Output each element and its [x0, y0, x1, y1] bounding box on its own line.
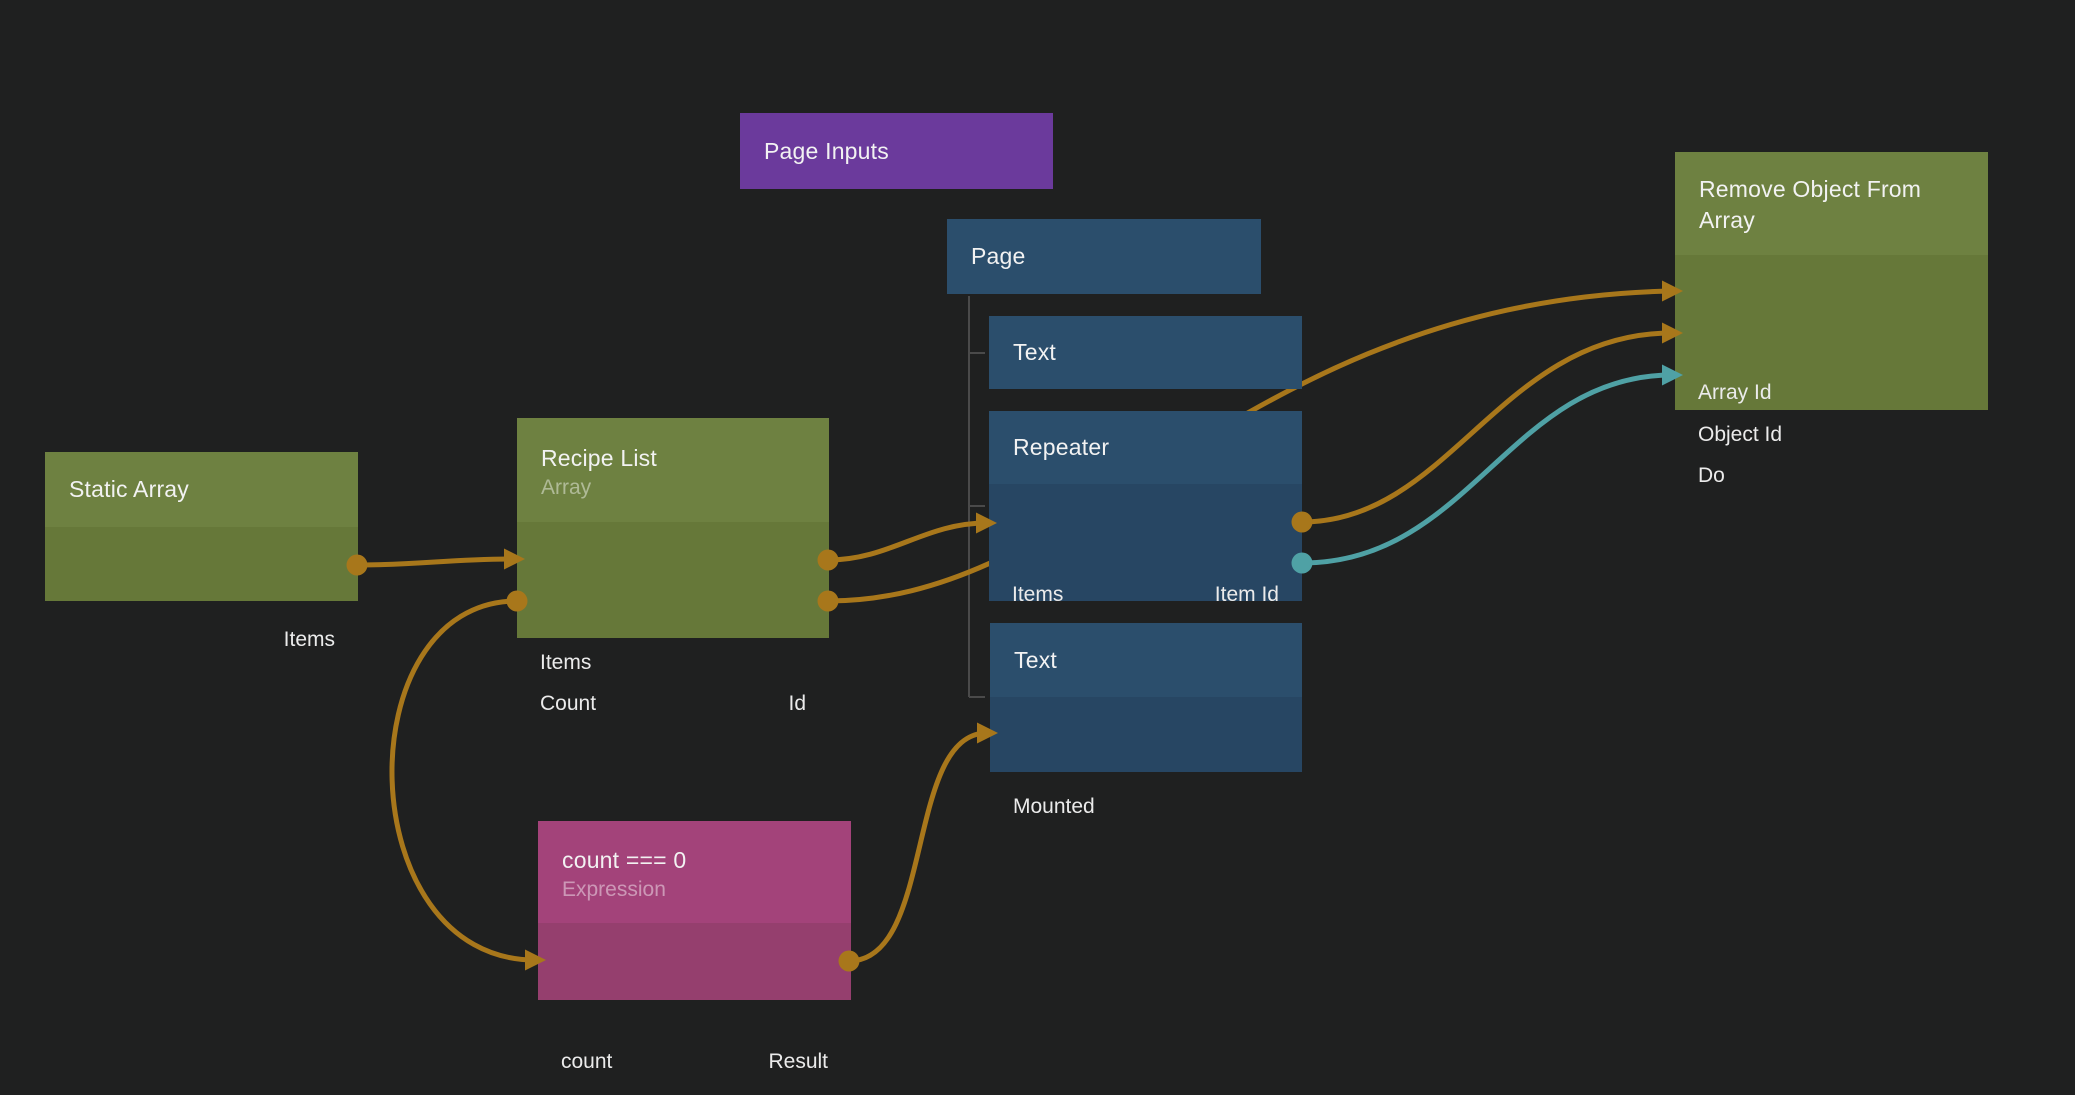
- node-header: Recipe List Array: [517, 418, 829, 522]
- node-header: Page Inputs: [740, 113, 1053, 189]
- node-body: Items Item Id Request Delete: [989, 484, 1302, 647]
- port-label-mounted: Mounted: [1013, 795, 1095, 818]
- node-body: Items Count Id: [517, 522, 829, 715]
- node-text-1[interactable]: Text: [989, 316, 1302, 389]
- port-row-items[interactable]: Items: [540, 648, 806, 678]
- node-title: Static Array: [69, 476, 189, 502]
- port-row-items[interactable]: Items: [68, 625, 335, 655]
- connection-recipe-list-Items-to-repeater-Items[interactable]: [825, 520, 989, 563]
- port-label-count: count: [561, 1050, 613, 1073]
- node-title: Recipe List: [541, 445, 657, 471]
- node-header: Repeater: [989, 411, 1302, 484]
- node-header: Remove Object From Array: [1675, 152, 1988, 255]
- node-header: Static Array: [45, 452, 358, 527]
- node-expression[interactable]: count === 0 Expression count Result: [538, 821, 851, 1073]
- port-row-do[interactable]: Do: [1698, 461, 1965, 491]
- node-title: Text: [1013, 339, 1056, 365]
- node-subtitle: Expression: [562, 878, 666, 901]
- port-label-object-id: Object Id: [1698, 423, 1783, 446]
- connection-static-array-Items-to-recipe-list-Items[interactable]: [354, 556, 517, 568]
- node-recipe-list[interactable]: Recipe List Array Items Count Id: [517, 418, 829, 715]
- node-static-array[interactable]: Static Array Items: [45, 452, 358, 651]
- node-repeater[interactable]: Repeater Items Item Id Request Delete: [989, 411, 1302, 647]
- connection-repeater-Request-Delete-to-remove-object-from-array-Do[interactable]: [1299, 372, 1675, 566]
- port-label-items: Items: [283, 628, 335, 651]
- port-label-result: Result: [768, 1050, 828, 1073]
- node-title: Repeater: [1013, 434, 1110, 460]
- connection-recipe-list-Count-to-expression-count[interactable]: [389, 598, 538, 963]
- connection-repeater-Item-Id-to-remove-object-from-array-Object-Id[interactable]: [1299, 330, 1675, 525]
- port-label-items: Items: [540, 651, 592, 674]
- port-row-object-id[interactable]: Object Id: [1698, 420, 1965, 450]
- node-subtitle: Array: [541, 476, 592, 499]
- node-title: Remove Object From Array: [1699, 176, 1922, 233]
- node-header: Text: [989, 316, 1302, 389]
- port-label-array-id: Array Id: [1698, 381, 1772, 404]
- port-row-items[interactable]: Items Item Id: [1012, 580, 1279, 610]
- node-body: count Result: [538, 923, 851, 1073]
- node-title: count === 0: [562, 847, 687, 873]
- node-body: Mounted: [990, 697, 1302, 818]
- node-title: Text: [1014, 646, 1057, 673]
- node-page-inputs[interactable]: Page Inputs: [740, 113, 1053, 189]
- connection-expression-Result-to-text-2-Mounted[interactable]: [846, 730, 990, 964]
- port-label-id: Id: [788, 692, 806, 715]
- node-text-2[interactable]: Text Mounted: [990, 623, 1302, 818]
- node-title: Page Inputs: [764, 137, 889, 164]
- node-body: Array Id Object Id Do: [1675, 255, 1988, 487]
- node-header: count === 0 Expression: [538, 821, 851, 923]
- port-row-count-id[interactable]: Count Id: [540, 689, 806, 719]
- node-remove-object-from-array[interactable]: Remove Object From Array Array Id Object…: [1675, 152, 1988, 487]
- node-body: Items: [45, 527, 358, 651]
- port-row-array-id[interactable]: Array Id: [1698, 378, 1965, 408]
- port-label-do: Do: [1698, 464, 1725, 487]
- node-header: Page: [947, 219, 1261, 294]
- node-title: Page: [971, 243, 1026, 269]
- port-row-mounted[interactable]: Mounted: [1013, 792, 1279, 822]
- node-page[interactable]: Page: [947, 219, 1261, 294]
- port-label-count: Count: [540, 692, 597, 715]
- port-label-items: Items: [1012, 583, 1064, 606]
- port-row-count-result[interactable]: count Result: [561, 1047, 828, 1077]
- node-header: Text: [990, 623, 1302, 697]
- port-label-item-id: Item Id: [1214, 583, 1279, 606]
